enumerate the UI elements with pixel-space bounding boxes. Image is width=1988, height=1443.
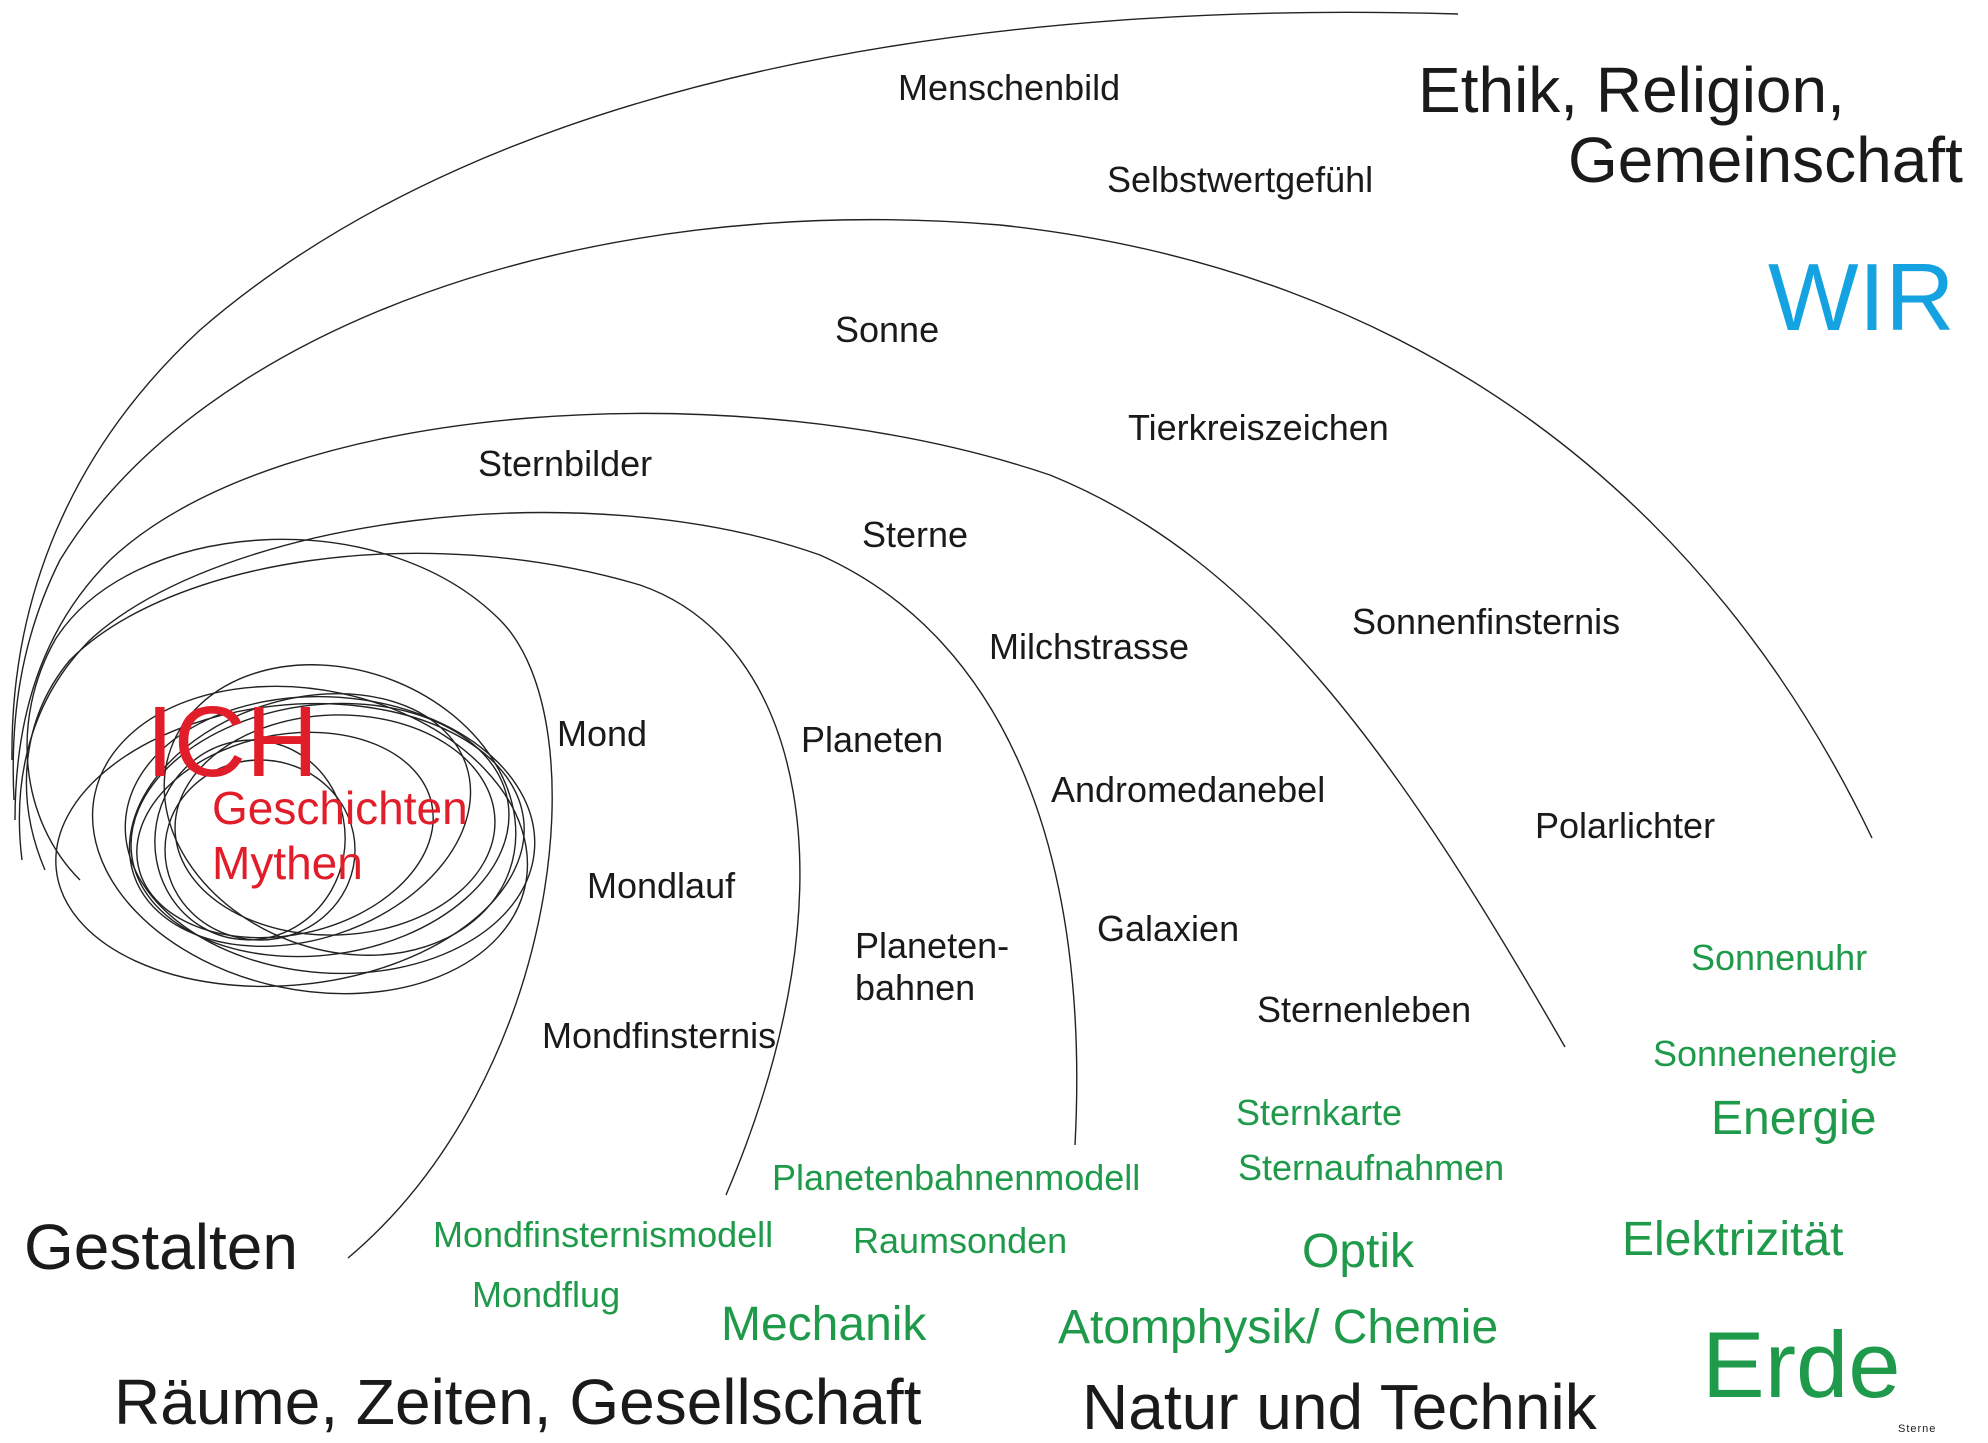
heading-natur-und-technik: Natur und Technik xyxy=(1082,1371,1597,1443)
inner-loop xyxy=(174,714,496,936)
topic-planeten: Planeten xyxy=(801,719,944,760)
app-sonnenuhr: Sonnenuhr xyxy=(1691,937,1868,978)
topic-planetenbahnen-line2: bahnen xyxy=(855,967,976,1008)
heading-erde: Erde xyxy=(1702,1312,1901,1417)
topic-sonne: Sonne xyxy=(835,309,940,350)
topic-mondlauf: Mondlauf xyxy=(587,865,736,906)
heading-raeume-zeiten-gesellschaft: Räume, Zeiten, Gesellschaft xyxy=(114,1366,922,1438)
inner-loop xyxy=(130,702,510,958)
inner-loop xyxy=(124,695,536,975)
app-sonnenenergie: Sonnenenergie xyxy=(1653,1033,1898,1074)
spiral-arc-1 xyxy=(26,538,553,1259)
inner-loop xyxy=(55,702,525,988)
spiral-arc-3 xyxy=(18,511,1078,1146)
topic-menschenbild: Menschenbild xyxy=(898,67,1121,108)
topic-mondfinsternis: Mondfinsternis xyxy=(542,1015,777,1056)
inner-loop xyxy=(154,739,346,941)
topic-milchstrasse: Milchstrasse xyxy=(989,626,1190,667)
heading-gemeinschaft: Gemeinschaft xyxy=(1568,124,1963,196)
app-mondflug: Mondflug xyxy=(472,1274,621,1315)
app-sternaufnahmen: Sternaufnahmen xyxy=(1238,1147,1505,1188)
topic-andromedanebel: Andromedanebel xyxy=(1051,769,1326,810)
app-raumsonden: Raumsonden xyxy=(853,1220,1068,1261)
topic-selbstwertgefuehl: Selbstwertgefühl xyxy=(1107,159,1374,200)
inner-loop xyxy=(163,664,517,956)
spiral-arc-4 xyxy=(14,412,1566,1048)
spiral-arc-2 xyxy=(25,552,801,1196)
app-mondfinsternismodell: Mondfinsternismodell xyxy=(433,1214,774,1255)
topic-sternenleben: Sternenleben xyxy=(1257,989,1472,1030)
spiral-arc-6 xyxy=(11,11,1459,761)
topic-galaxien: Galaxien xyxy=(1097,908,1240,949)
inner-loop xyxy=(128,693,472,947)
app-energie: Energie xyxy=(1711,1092,1877,1145)
heading-ethik-religion: Ethik, Religion, xyxy=(1418,54,1845,126)
topic-sterne: Sterne xyxy=(862,514,969,555)
center-title-ich: ICH xyxy=(146,686,319,798)
inner-loop xyxy=(136,731,434,939)
topic-mond: Mond xyxy=(557,713,648,754)
topic-sonnenfinsternis: Sonnenfinsternis xyxy=(1352,601,1621,642)
corner-mark: Sterne xyxy=(1898,1423,1937,1435)
spiral-arc-5 xyxy=(12,219,1873,839)
app-sternkarte: Sternkarte xyxy=(1236,1092,1403,1133)
app-elektrizitaet: Elektrizität xyxy=(1622,1213,1844,1266)
center-label-mythen: Mythen xyxy=(212,837,363,889)
topic-polarlichter: Polarlichter xyxy=(1535,805,1716,846)
topic-planetenbahnen-line1: Planeten- xyxy=(855,925,1010,966)
app-optik: Optik xyxy=(1302,1225,1415,1278)
app-planetenbahnenmodell: Planetenbahnenmodell xyxy=(772,1157,1141,1198)
heading-wir: WIR xyxy=(1768,244,1955,351)
app-mechanik: Mechanik xyxy=(721,1298,927,1351)
center-label-geschichten: Geschichten xyxy=(212,782,468,834)
app-atomphysik-chemie: Atomphysik/ Chemie xyxy=(1058,1301,1499,1354)
inner-loop xyxy=(164,759,356,941)
heading-gestalten: Gestalten xyxy=(24,1211,298,1283)
topic-tierkreiszeichen: Tierkreiszeichen xyxy=(1128,407,1389,448)
topic-sternbilder: Sternbilder xyxy=(478,443,653,484)
